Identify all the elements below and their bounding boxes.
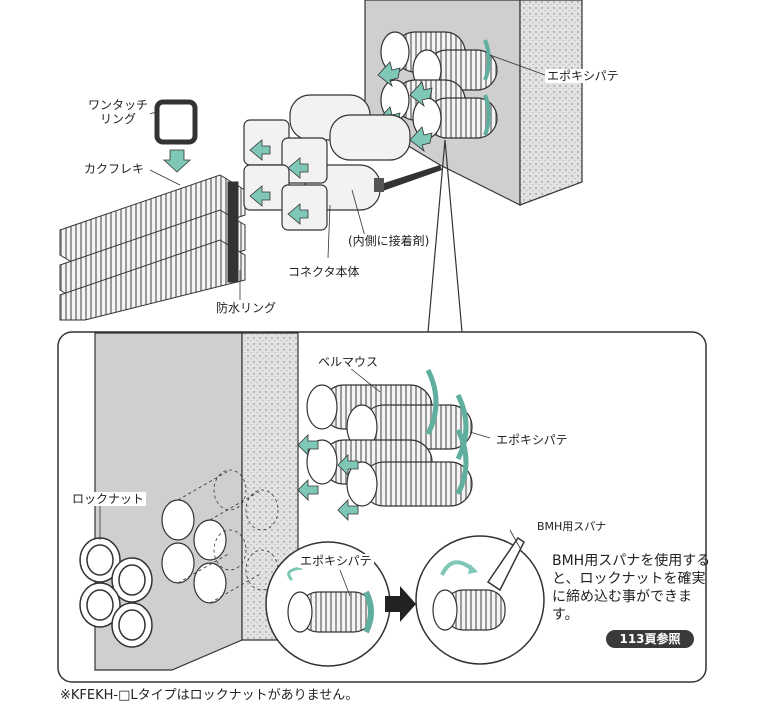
detail-circle-epoxy bbox=[265, 541, 391, 667]
bellmouth-label: ベルマウス bbox=[316, 355, 381, 369]
lock-nut-label: ロックナット bbox=[70, 492, 147, 506]
one-touch-ring-label: ワンタッチ リング bbox=[86, 98, 151, 126]
connector-arrows bbox=[249, 139, 309, 225]
epoxy-putty-circle-label: エポキシパテ bbox=[298, 554, 374, 568]
spanner-note: BMH用スパナを使用すると、ロックナットを確実に締め込む事ができます。 bbox=[552, 553, 711, 623]
epoxy-putty-mid-label: エポキシパテ bbox=[494, 433, 570, 447]
zoom-lines bbox=[427, 139, 463, 333]
connector-bodies bbox=[243, 94, 411, 231]
page-reference-badge: 113頁参照 bbox=[606, 630, 694, 648]
adhesive-nozzle bbox=[374, 165, 442, 192]
wall-holes bbox=[161, 499, 227, 604]
kakufureki-label: カクフレキ bbox=[82, 162, 147, 176]
lock-nuts bbox=[79, 537, 153, 648]
inner-adhesive-label: (内側に接着剤) bbox=[346, 234, 432, 248]
detail-circle-spanner bbox=[415, 535, 545, 665]
wall-pipes-top bbox=[380, 31, 498, 139]
leader-lines-inset bbox=[99, 367, 521, 597]
step-arrow bbox=[385, 586, 416, 622]
footnote: ※KFEKH-□Lタイプはロックナットがありません。 bbox=[60, 688, 359, 703]
waterproof-ring-label: 防水リング bbox=[214, 301, 279, 315]
one-touch-ring bbox=[154, 99, 198, 173]
bellmouth-pipes bbox=[306, 368, 473, 507]
bmh-spanner-label: BMH用スパナ bbox=[535, 520, 609, 534]
epoxy-putty-top-label: エポキシパテ bbox=[545, 69, 621, 83]
kakufureki-pipes bbox=[59, 174, 246, 321]
connector-body-label: コネクタ本体 bbox=[286, 265, 362, 279]
direction-arrows-inset bbox=[297, 434, 359, 521]
